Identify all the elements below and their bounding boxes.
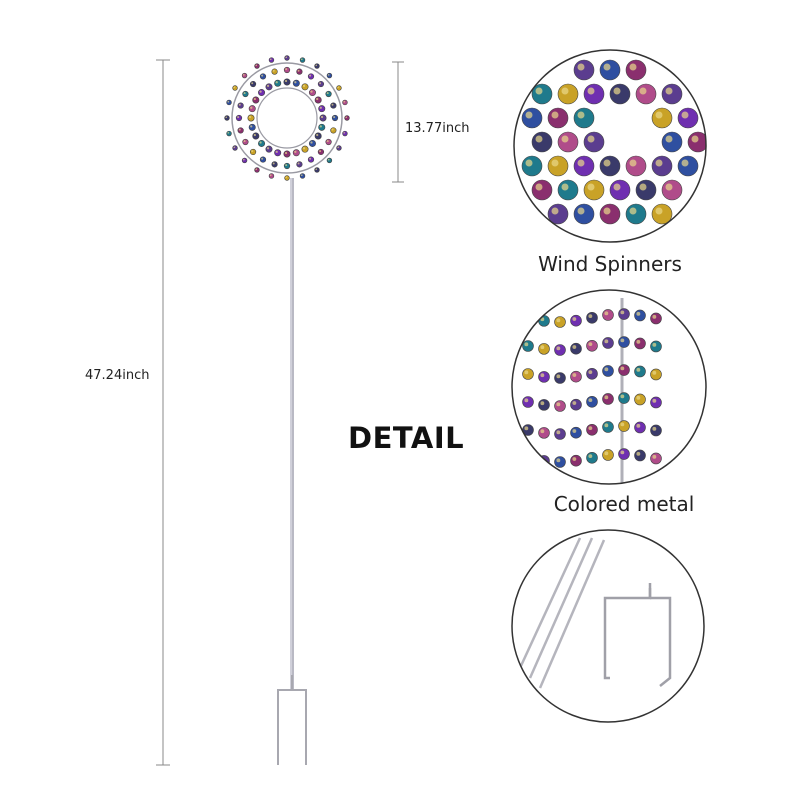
ground-stake <box>277 675 307 765</box>
detail-circle-wind-spinners <box>513 49 707 243</box>
pole <box>290 178 294 690</box>
detail-title: DETAIL <box>348 421 465 455</box>
spinner-product-illustration <box>156 55 404 766</box>
head-width-label: 13.77inch <box>405 121 470 136</box>
height-label: 47.24inch <box>85 368 150 383</box>
caption-colored-metal: Colored metal <box>553 492 695 516</box>
detail-circle-colored-metal <box>511 289 707 485</box>
head-dimension-line <box>392 61 404 183</box>
spinner-head <box>224 55 350 181</box>
caption-wind-spinners: Wind Spinners <box>538 252 682 276</box>
detail-circle-ground-stake <box>511 529 705 723</box>
height-dimension-line <box>156 59 170 766</box>
